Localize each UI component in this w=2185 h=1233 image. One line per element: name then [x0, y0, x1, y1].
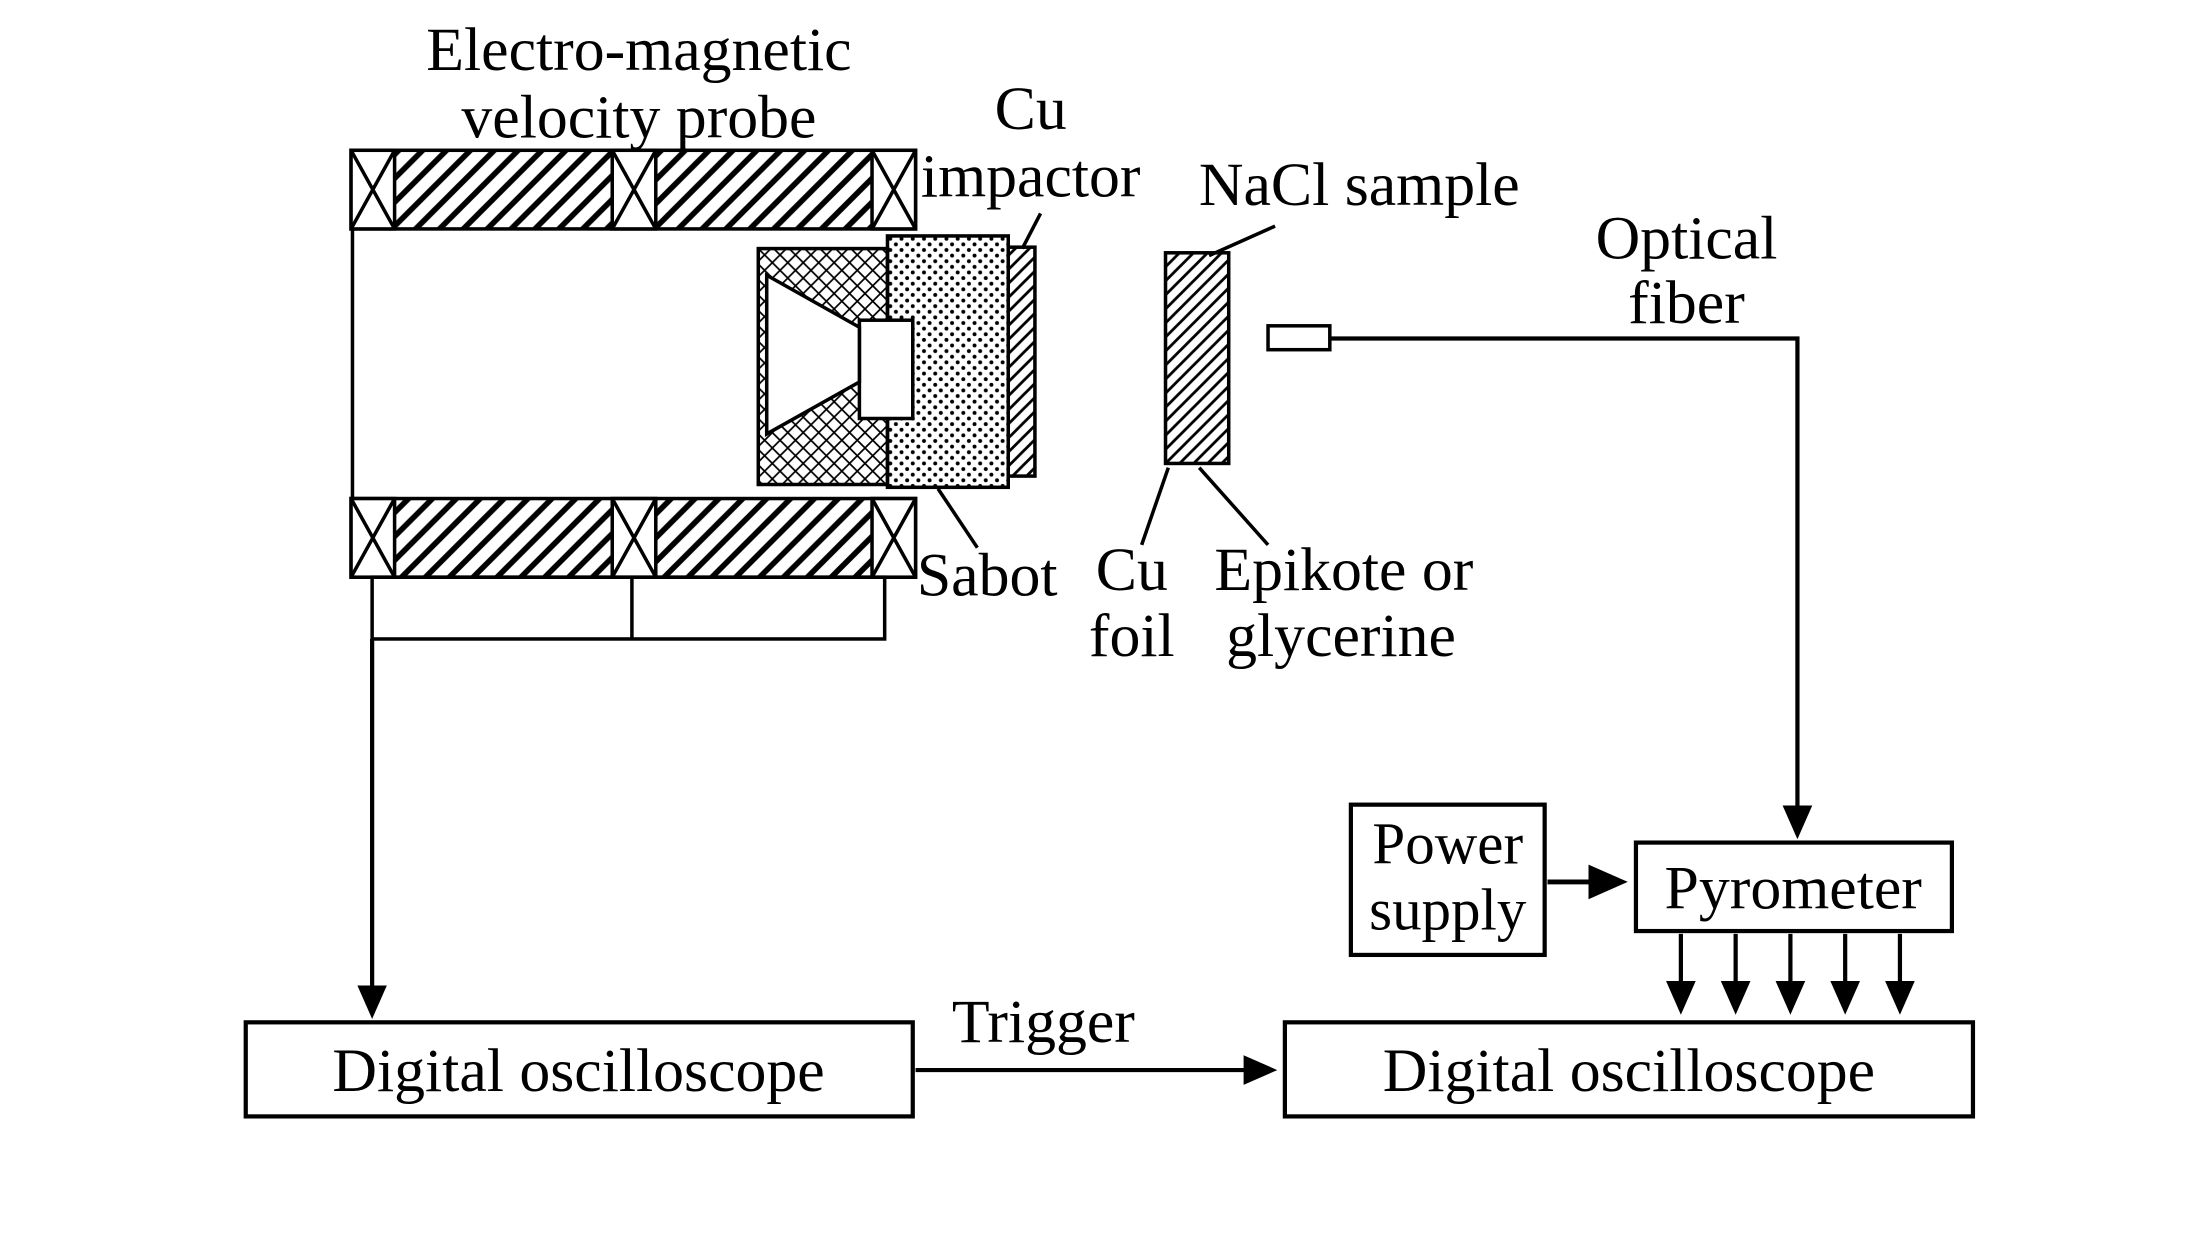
oscilloscope-right-label: Digital oscilloscope: [1383, 1037, 1875, 1105]
fiber-label-line1: Optical: [1596, 204, 1778, 272]
foil-pointer: [1139, 467, 1170, 546]
foil-label-line1: Cu: [1096, 536, 1168, 604]
projectile: [756, 234, 1037, 490]
probe-label-line1: Electro-magnetic: [426, 16, 851, 84]
probe-mount: [370, 575, 887, 641]
nacl-sample: [1163, 251, 1231, 466]
power-supply-box: [1348, 802, 1547, 958]
fiber-path: [1329, 336, 1813, 840]
optical-fiber: [1266, 324, 1813, 840]
foil-label-line2: foil: [1089, 602, 1175, 670]
pyrometer-output-arrows: [1666, 933, 1915, 1015]
pyrometer-label: Pyrometer: [1665, 855, 1923, 923]
coil-x-marker: [610, 496, 658, 579]
coil-x-marker: [870, 496, 918, 579]
coil-x-marker: [349, 496, 397, 579]
oscilloscope-left-label: Digital oscilloscope: [332, 1037, 824, 1105]
probe-label-line2: velocity probe: [461, 84, 816, 152]
coil-x-markers: [349, 148, 918, 579]
pyrometer-box: [1633, 840, 1955, 934]
power-supply-label-line2: supply: [1369, 877, 1527, 943]
cu-impactor-plate: [1006, 245, 1037, 478]
impactor-pointer: [1020, 212, 1043, 250]
trigger-label: Trigger: [952, 988, 1135, 1056]
coil-x-marker: [870, 148, 918, 231]
impactor-label-line2: impactor: [921, 143, 1141, 211]
buffer-label-line1: Epikote or: [1214, 536, 1473, 604]
power-supply-label-line1: Power: [1372, 811, 1523, 877]
coil-x-marker: [610, 148, 658, 231]
sabot-notch: [857, 318, 915, 421]
impactor-label-line1: Cu: [995, 75, 1067, 143]
sample-label: NaCl sample: [1199, 151, 1520, 219]
sabot-pointer: [936, 487, 979, 549]
buffer-label-line2: glycerine: [1226, 602, 1456, 670]
sample-pointer: [1208, 224, 1276, 258]
fiber-label-line2: fiber: [1628, 269, 1745, 337]
sabot-label: Sabot: [917, 541, 1058, 609]
coil-x-marker: [349, 148, 397, 231]
buffer-pointer: [1197, 466, 1270, 547]
label-pointers: [936, 212, 1276, 549]
velocity-probe: [349, 148, 918, 641]
sabot-cavity: [764, 272, 862, 437]
oscilloscope-left-box: [243, 1020, 915, 1119]
fiber-collimator: [1266, 324, 1332, 352]
oscilloscope-right-box: [1282, 1020, 1976, 1119]
